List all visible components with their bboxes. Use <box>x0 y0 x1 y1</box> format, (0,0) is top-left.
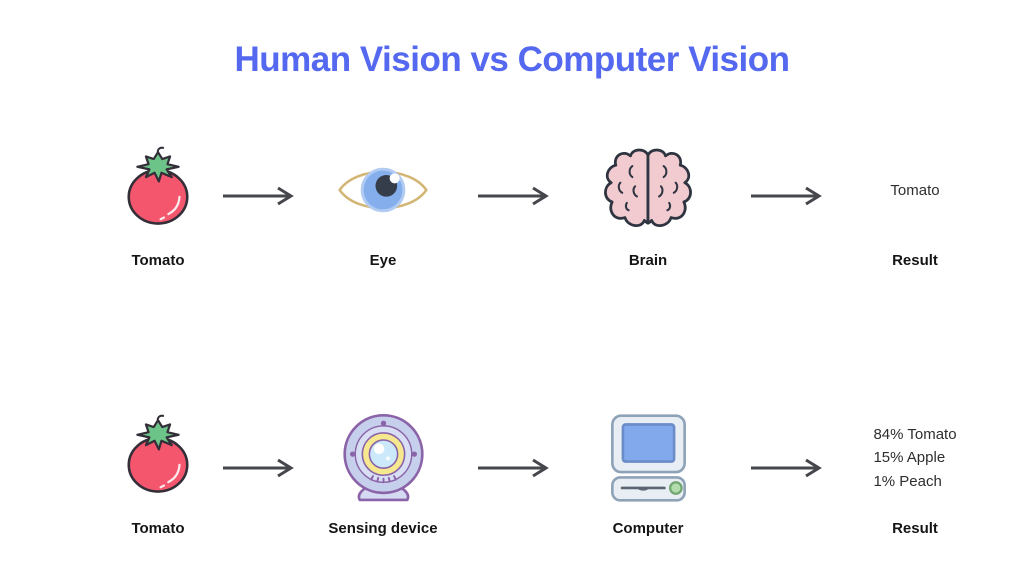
human-result-text: Tomato <box>890 181 940 199</box>
label-computer: Computer <box>612 520 684 537</box>
brain-icon <box>563 140 733 240</box>
computer-icon <box>563 408 733 508</box>
computer-vision-result-cell: 84% Tomato 15% Apple 1% Peach Result <box>830 408 1000 537</box>
arrow-icon <box>478 186 549 206</box>
human-vision-tomato-cell: Tomato <box>73 140 243 269</box>
result-line-1: 84% Tomato <box>873 425 957 443</box>
arrow-icon <box>751 186 822 206</box>
computer-vision-sensor-cell: Sensing device <box>298 408 468 537</box>
page-title: Human Vision vs Computer Vision <box>234 40 791 79</box>
arrow-icon <box>223 458 294 478</box>
label-result-human: Result <box>892 252 938 269</box>
label-tomato: Tomato <box>131 252 185 269</box>
human-vision-eye-cell: Eye <box>298 140 468 269</box>
label-tomato-2: Tomato <box>131 520 185 537</box>
arrow-icon <box>478 458 549 478</box>
computer-vision-computer-cell: Computer <box>563 408 733 537</box>
arrow-icon <box>223 186 294 206</box>
human-vision-brain-cell: Brain <box>563 140 733 269</box>
webcam-icon <box>298 408 468 508</box>
result-line-2: 15% Apple <box>873 449 946 467</box>
tomato-icon <box>73 140 243 240</box>
computer-result-text: 84% Tomato 15% Apple 1% Peach <box>873 408 956 508</box>
computer-vision-tomato-cell: Tomato <box>73 408 243 537</box>
label-result-computer: Result <box>892 520 938 537</box>
label-brain: Brain <box>628 252 668 269</box>
arrow-icon <box>751 458 822 478</box>
human-vision-result-cell: Tomato Result <box>830 140 1000 270</box>
label-eye: Eye <box>369 252 397 269</box>
eye-icon <box>298 140 468 240</box>
label-sensing-device: Sensing device <box>328 520 438 537</box>
result-line-3: 1% Peach <box>873 472 942 490</box>
tomato-icon <box>73 408 243 508</box>
